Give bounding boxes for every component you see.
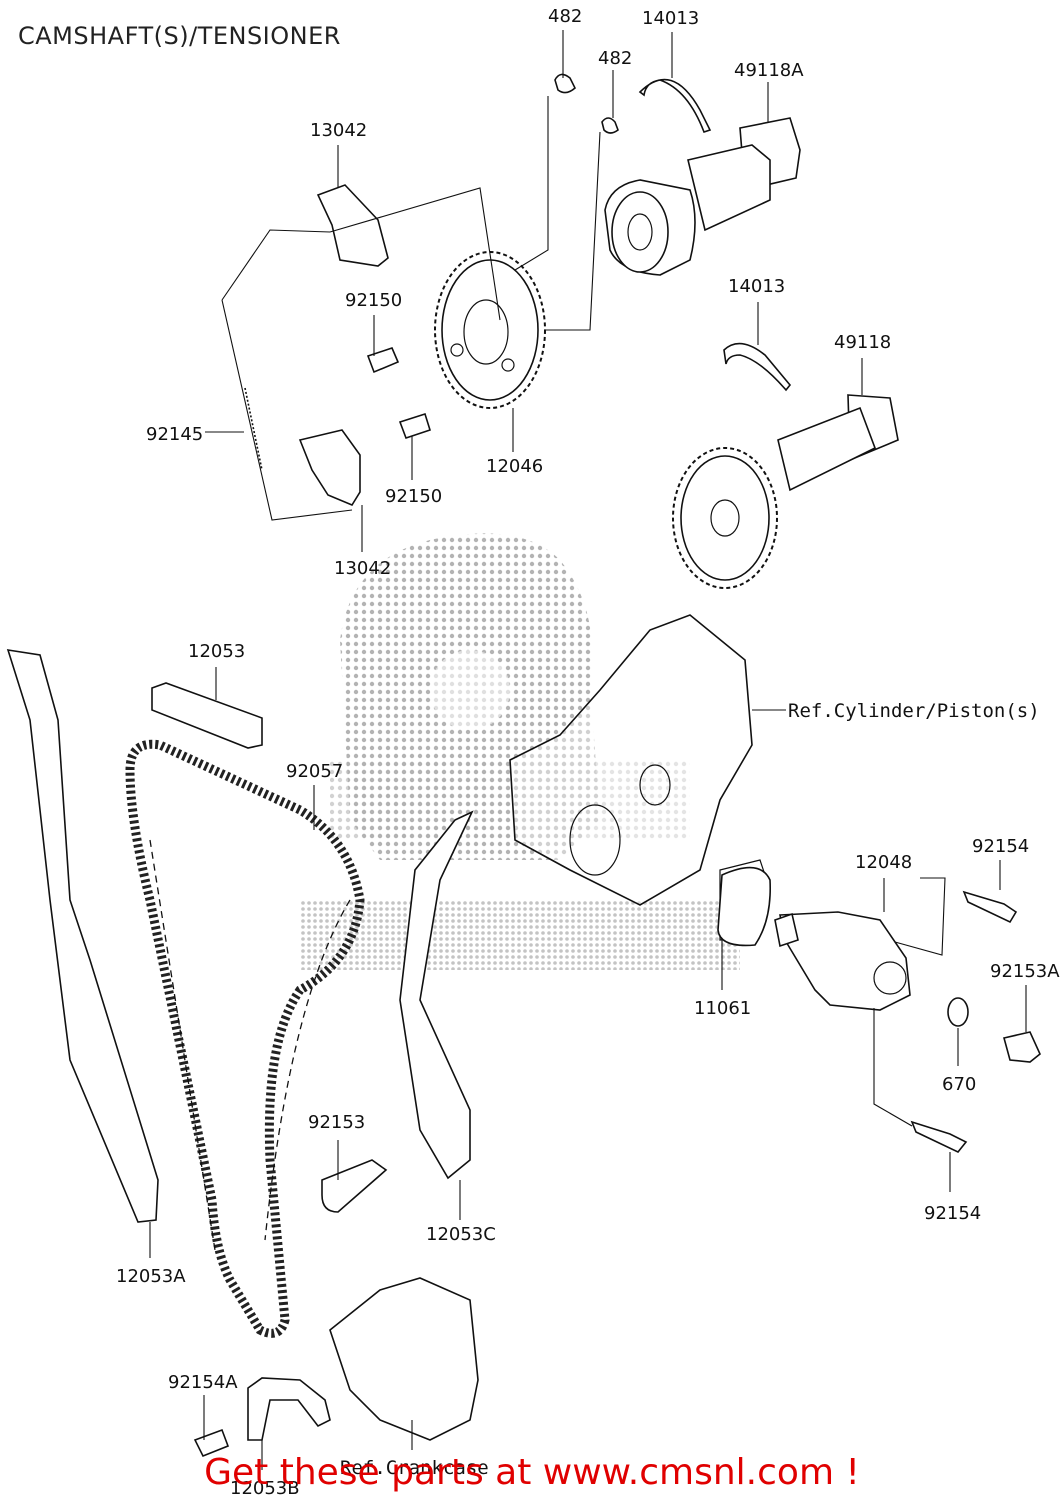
tensioner-12048 <box>774 911 911 1011</box>
callout-14013-upper: 14013 <box>642 8 699 29</box>
tensioner-guide-12053C <box>399 810 474 1180</box>
guide-12053B <box>247 1377 331 1441</box>
bolt-92154-lower <box>910 1120 968 1153</box>
guide-pad-12053 <box>151 682 263 749</box>
camshaft-exhaust-49118A <box>604 117 801 276</box>
leader-lines <box>149 30 1027 1470</box>
watermark-logo <box>300 533 740 970</box>
bolt-92150-lower <box>398 412 431 440</box>
callout-12053A: 12053A <box>116 1266 186 1287</box>
circlip-482-b <box>601 117 619 134</box>
spring-92145 <box>244 387 263 471</box>
cylinder-reference <box>509 614 771 941</box>
chain-guide-12053A <box>6 649 159 1223</box>
camshaft-intake-49118 <box>672 394 899 589</box>
decompressor-weight-13042-lower <box>298 429 361 507</box>
callout-12053: 12053 <box>188 641 245 662</box>
callout-92145: 92145 <box>146 424 203 445</box>
callout-14013-lower: 14013 <box>728 276 785 297</box>
gasket-11061 <box>717 866 772 947</box>
bolt-92154A <box>193 1428 230 1458</box>
camshaft-sprocket-12046 <box>434 251 546 409</box>
callout-92150-upper: 92150 <box>345 290 402 311</box>
callout-49118A: 49118A <box>734 60 804 81</box>
callout-482-a: 482 <box>548 6 582 27</box>
callout-92154-lower: 92154 <box>924 1203 981 1224</box>
cam-chain-92057 <box>125 739 365 1338</box>
circlip-482-a <box>554 73 576 94</box>
pivot-bolt-92153 <box>321 1159 388 1213</box>
bolt-92150-upper <box>366 347 400 374</box>
shop-link[interactable]: Get these parts at www.cmsnl.com ! <box>204 1452 860 1493</box>
callout-482-b: 482 <box>598 48 632 69</box>
callout-92154A: 92154A <box>168 1372 238 1393</box>
callout-12053C: 12053C <box>426 1224 496 1245</box>
half-ring-14013-upper <box>638 78 712 134</box>
half-ring-14013-lower <box>723 342 792 392</box>
crankcase-reference <box>329 1277 479 1441</box>
callout-13042-upper: 13042 <box>310 120 367 141</box>
callout-12053B: 12053B <box>230 1478 300 1499</box>
callout-12046: 12046 <box>486 456 543 477</box>
cap-bolt-92153A <box>1003 1031 1041 1063</box>
callout-92154-upper: 92154 <box>972 836 1029 857</box>
callout-92153: 92153 <box>308 1112 365 1133</box>
callout-11061: 11061 <box>694 998 751 1019</box>
callout-670: 670 <box>942 1074 976 1095</box>
seal-ring-670 <box>947 997 969 1027</box>
footer-banner: Get these parts at www.cmsnl.com ! <box>0 1452 1064 1493</box>
callout-13042-lower: 13042 <box>334 558 391 579</box>
callout-ref-crankcase: Ref.Crankcase <box>340 1457 489 1479</box>
callout-49118: 49118 <box>834 332 891 353</box>
page-title: CAMSHAFT(S)/TENSIONER <box>18 22 341 50</box>
callout-ref-cylinder: Ref.Cylinder/Piston(s) <box>788 700 1040 722</box>
callout-92057: 92057 <box>286 761 343 782</box>
callout-12048: 12048 <box>855 852 912 873</box>
bolt-92154-upper <box>962 890 1018 924</box>
callout-92153A: 92153A <box>990 961 1060 982</box>
callout-92150-lower: 92150 <box>385 486 442 507</box>
